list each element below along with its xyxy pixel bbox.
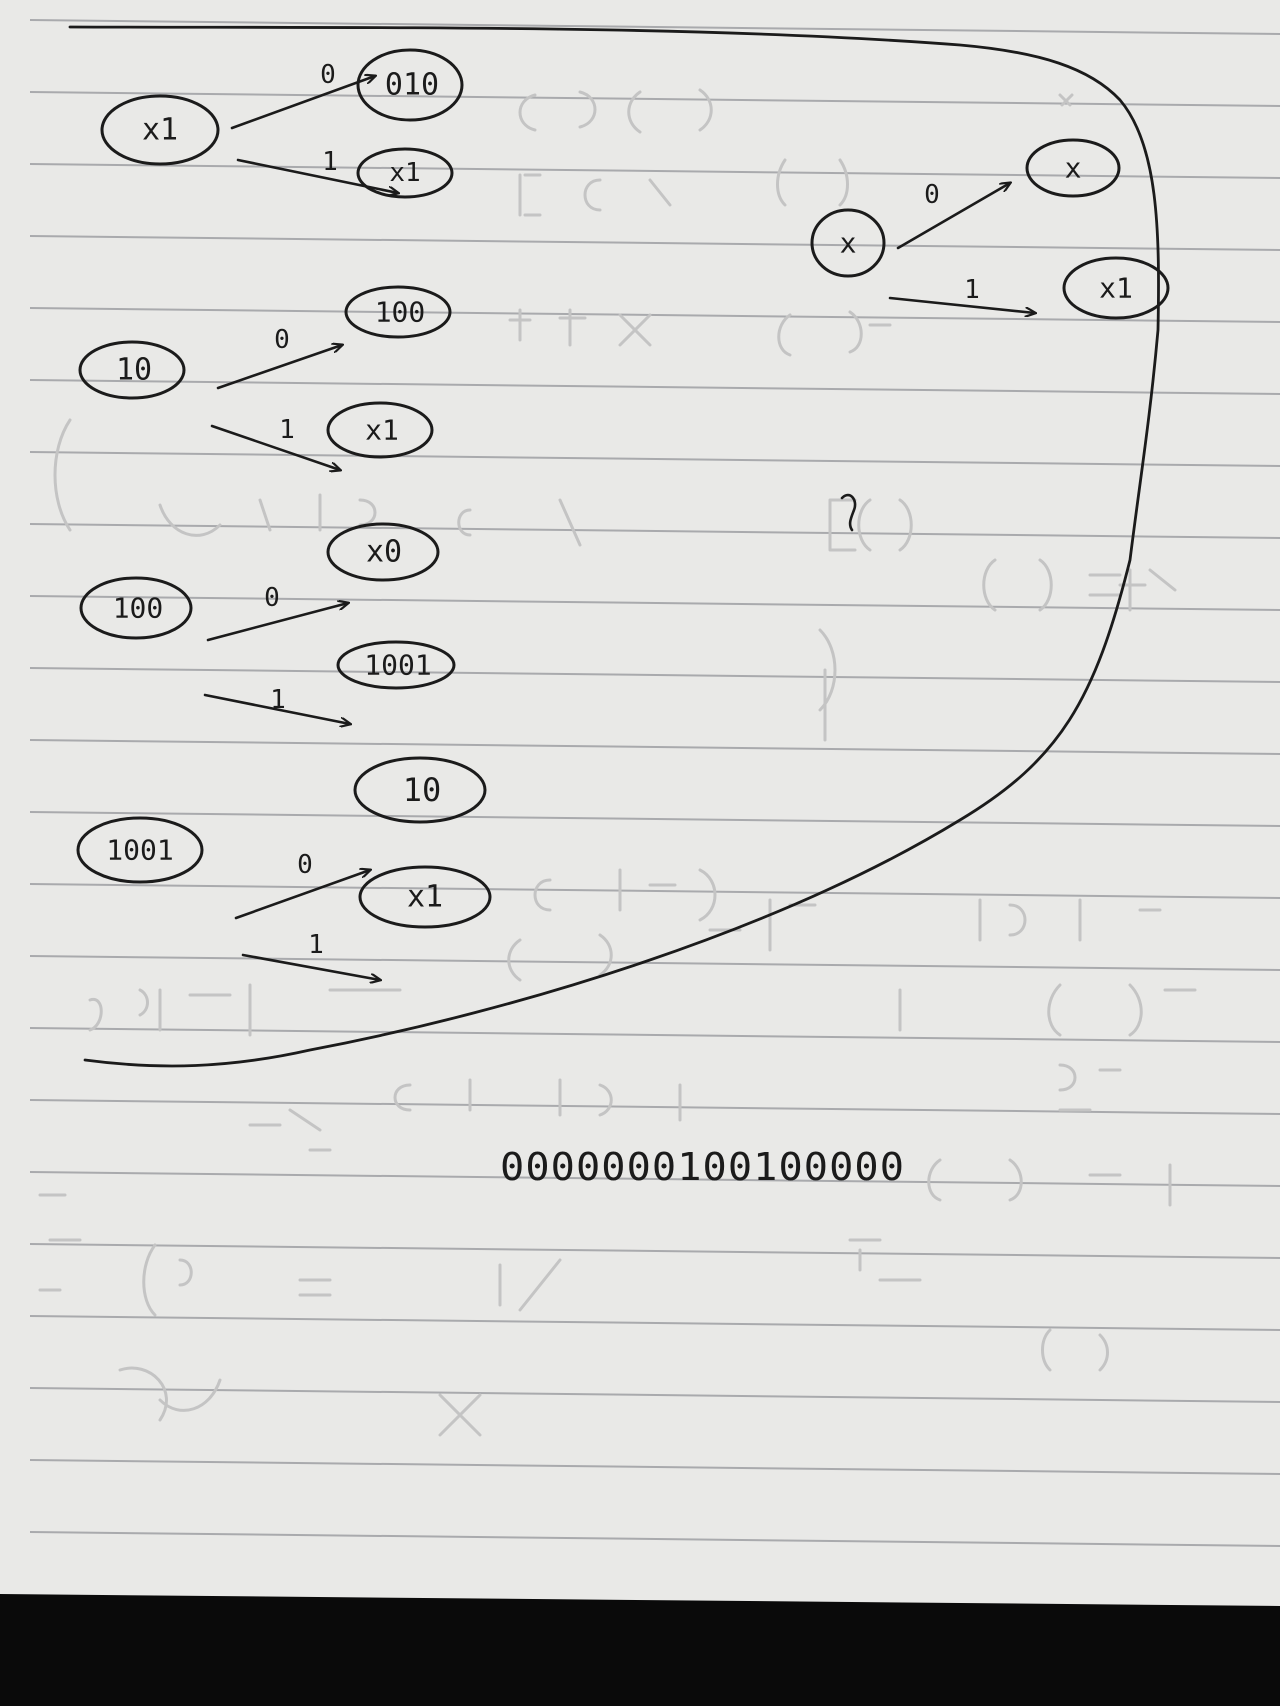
edge-label-1: 1 <box>322 147 338 177</box>
edge-x-to-x1 <box>888 296 1035 313</box>
show-through-writing <box>38 88 1197 1437</box>
node-label-x-dst: x <box>1065 152 1082 185</box>
ruled-line <box>29 883 1280 899</box>
ruled-line <box>29 955 1280 971</box>
node-ellipse-010 <box>356 48 464 122</box>
bit-string: 0000000100100000 <box>500 1145 905 1189</box>
edge-label-1: 1 <box>270 685 286 715</box>
node-ellipse-x1-d <box>1062 256 1170 320</box>
node-label-x1-d: x1 <box>1099 272 1133 305</box>
node-ellipse-1001-src <box>76 816 204 884</box>
edge-100-to-x0 <box>206 603 348 642</box>
edge-x1-to-010 <box>230 76 375 130</box>
ruled-line <box>29 307 1280 323</box>
ruled-line <box>29 1459 1280 1475</box>
node-ellipse-x0 <box>326 522 440 582</box>
node-label-x1-b: x1 <box>365 414 399 447</box>
node-ellipse-100 <box>344 285 452 339</box>
node-label-x0: x0 <box>366 535 402 570</box>
node-ellipse-x1-a <box>356 147 454 199</box>
boundary-curve <box>68 25 1160 1068</box>
ruled-line <box>29 523 1280 539</box>
ruled-line <box>29 451 1280 467</box>
node-ellipse-x-dst <box>1025 138 1121 198</box>
ruled-line <box>29 379 1280 395</box>
edge-label-1: 1 <box>964 275 980 305</box>
edge-1001-to-10 <box>234 870 370 920</box>
node-labels: x1 010 x1 10 100 x1 100 x0 1001 1001 10 … <box>106 68 1133 915</box>
ruled-lines <box>29 19 1280 1547</box>
ruled-line <box>29 1315 1280 1331</box>
node-label-100: 100 <box>375 296 426 329</box>
node-ellipse-10-dst <box>353 756 487 824</box>
node-ellipse-10 <box>78 340 186 400</box>
node-label-1001: 1001 <box>364 649 431 682</box>
edge-10-to-100 <box>216 345 342 390</box>
edge-arrows <box>203 76 1035 980</box>
node-ellipse-100-src <box>79 576 193 640</box>
ruled-line <box>29 91 1280 107</box>
node-label-1001-src: 1001 <box>106 834 173 867</box>
ruled-line <box>29 1243 1280 1259</box>
ruled-line <box>29 595 1280 611</box>
node-label-010: 010 <box>385 68 439 103</box>
node-label-10-dst: 10 <box>403 771 442 809</box>
node-label-x: x <box>840 227 857 260</box>
edge-100-to-1001 <box>203 693 350 724</box>
node-label-x1-c: x1 <box>407 880 443 915</box>
ruled-line <box>29 163 1280 179</box>
ruled-line <box>29 811 1280 827</box>
edge-x-to-x <box>896 183 1010 250</box>
edge-label-1: 1 <box>279 415 295 445</box>
node-label-x1-a: x1 <box>389 158 420 188</box>
stray-mark <box>840 493 857 532</box>
edge-label-1: 1 <box>308 930 324 960</box>
ruled-line <box>29 667 1280 683</box>
edge-labels: 0 1 0 1 0 1 0 1 0 1 <box>264 60 980 960</box>
node-ellipse-x <box>810 208 886 278</box>
edge-10-to-x1 <box>210 424 340 470</box>
node-ellipse-1001 <box>336 640 456 690</box>
node-outlines <box>76 48 1170 929</box>
ruled-line <box>29 1387 1280 1403</box>
ruled-line <box>29 739 1280 755</box>
node-label-10: 10 <box>116 353 152 388</box>
edge-label-0: 0 <box>297 850 313 880</box>
paper-sheet <box>0 0 1280 1606</box>
edge-label-0: 0 <box>924 180 940 210</box>
node-ellipse-x1 <box>100 94 220 166</box>
edge-label-0: 0 <box>320 60 336 90</box>
ruled-line <box>29 235 1280 251</box>
node-ellipse-x1-b <box>326 401 434 459</box>
ruled-line <box>29 19 1280 35</box>
edge-label-0: 0 <box>264 583 280 613</box>
node-label-x1: x1 <box>142 113 178 148</box>
edge-label-0: 0 <box>274 325 290 355</box>
ruled-line <box>29 1171 1280 1187</box>
ruled-line <box>29 1099 1280 1115</box>
ruled-line <box>29 1027 1280 1043</box>
node-label-100-src: 100 <box>113 592 164 625</box>
edge-x1-to-x1 <box>236 158 398 193</box>
node-ellipse-x1-c <box>358 865 492 929</box>
edge-1001-to-x1 <box>241 953 380 980</box>
ruled-line <box>29 1531 1280 1547</box>
